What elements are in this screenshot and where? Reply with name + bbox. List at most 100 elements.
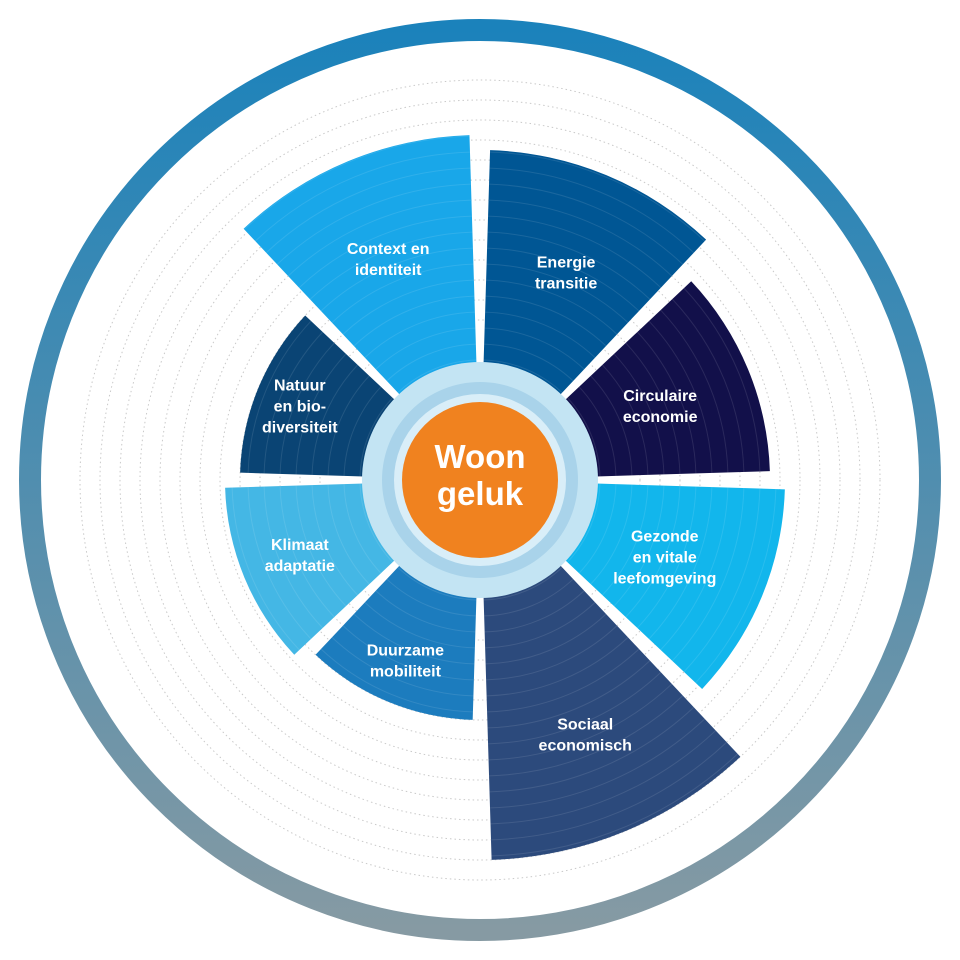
segment-texture-arc: [231, 487, 300, 651]
segment-texture-arc: [331, 636, 474, 697]
segment-texture-arc: [486, 263, 629, 324]
guide-ring: [259, 259, 701, 701]
segment-label-line: leefomgeving: [613, 571, 716, 588]
segment-texture-arc: [578, 484, 617, 574]
segment-texture-arc: [648, 487, 713, 640]
segment-texture-arc: [386, 343, 476, 382]
guide-ring: [139, 139, 821, 821]
segment-label-line: mobiliteit: [370, 664, 442, 681]
segment-texture-arc: [484, 578, 574, 617]
segment-texture-arc: [487, 648, 640, 713]
segment-texture-arc: [265, 167, 471, 254]
segment-wedge: [225, 483, 408, 655]
segment-texture-arc: [489, 706, 695, 793]
segment-texture-arc: [342, 279, 474, 335]
segment-texture-arc: [490, 151, 706, 242]
segment-texture-arc: [578, 386, 617, 476]
segment-klimaat-adaptatie: [225, 483, 408, 655]
segment-wedge: [483, 552, 741, 860]
segment-label-line: Sociaal: [557, 717, 613, 734]
segment-texture-arc: [486, 279, 618, 335]
segment-label-line: Klimaat: [271, 537, 329, 554]
segment-texture-arc: [254, 151, 470, 242]
segment-texture-arc: [485, 602, 596, 649]
segment-texture-arc: [484, 590, 585, 633]
segment-label-line: transitie: [535, 276, 597, 293]
segment-texture-arc: [485, 311, 596, 358]
segment-texture-arc: [359, 483, 393, 563]
segment-texture-arc: [590, 484, 633, 585]
segment-texture-arc: [487, 660, 651, 729]
outer-ring: [19, 19, 941, 941]
segment-texture-arc: [486, 636, 629, 697]
segment-texture-arc: [490, 741, 728, 841]
guide-ring: [279, 279, 681, 681]
segment-texture-arc: [276, 183, 471, 265]
segment-texture-arc: [485, 295, 607, 347]
segment-texture-arc: [695, 489, 777, 684]
segment-texture-arc: [683, 287, 761, 472]
segment-label-line: Natuur: [274, 377, 326, 394]
segment-texture-arc: [342, 625, 474, 681]
guide-ring: [119, 119, 841, 841]
segment-texture-arc: [364, 602, 475, 649]
segment-wedge: [243, 135, 477, 408]
segment-texture-arc: [327, 375, 370, 476]
guide-ring: [319, 319, 641, 641]
segment-texture-arc: [311, 364, 358, 475]
segment-wedge: [552, 483, 785, 689]
guide-ring: [99, 99, 861, 861]
guide-ring: [299, 299, 661, 661]
segment-texture-arc: [279, 342, 335, 474]
segment-texture-arc: [488, 683, 673, 761]
segment-texture-arc: [660, 309, 729, 473]
segment-texture-arc: [295, 353, 347, 475]
segment-texture-arc: [243, 135, 470, 230]
segment-texture-arc: [483, 359, 563, 393]
segment-texture-arc: [484, 327, 585, 370]
segment-label-line: Circulaire: [623, 388, 697, 405]
segment-texture-arc: [660, 487, 729, 651]
segment-natuur-biodiversiteit: [240, 315, 408, 477]
segment-texture-arc: [279, 486, 335, 618]
segment-texture-arc: [490, 730, 717, 825]
segment-texture-arc: [602, 364, 649, 475]
segment-texture-arc: [488, 671, 662, 745]
segment-texture-arc: [343, 386, 382, 476]
guide-ring: [239, 239, 721, 721]
segment-wedge: [315, 552, 477, 720]
segment-texture-arc: [263, 331, 324, 474]
segment-label-line: economie: [623, 409, 698, 426]
segment-texture-arc: [648, 320, 713, 473]
segment-context-identiteit: [243, 135, 477, 408]
segment-texture-arc: [602, 485, 649, 596]
segment-texture-arc: [375, 327, 476, 370]
segment-texture-arc: [343, 484, 382, 574]
guide-ring: [199, 199, 761, 761]
segment-texture-arc: [359, 397, 393, 477]
segment-label-circulaire-economie: Circulaire economie: [623, 388, 698, 426]
segment-texture-arc: [298, 215, 472, 289]
segment-texture-arc: [353, 613, 475, 665]
segment-texture-arc: [486, 625, 618, 681]
segment-texture-arc: [590, 375, 633, 476]
segment-circulaire-economie: [552, 281, 770, 477]
segment-texture-arc: [613, 353, 665, 475]
segment-label-line: Energie: [537, 255, 596, 272]
segment-label-line: identiteit: [355, 262, 422, 279]
segment-texture-arc: [490, 718, 706, 809]
segment-texture-arc: [487, 247, 640, 312]
segment-texture-arc: [488, 199, 673, 277]
segment-texture-arc: [247, 320, 312, 473]
segment-texture-arc: [295, 485, 347, 607]
segment-texture-arc: [625, 342, 681, 474]
segment-texture-arc: [375, 590, 476, 633]
segment-label-line: Gezonde: [631, 529, 699, 546]
segment-wedge: [483, 150, 707, 408]
segment-texture-arc: [636, 331, 697, 474]
segment-texture-arc: [567, 483, 601, 563]
